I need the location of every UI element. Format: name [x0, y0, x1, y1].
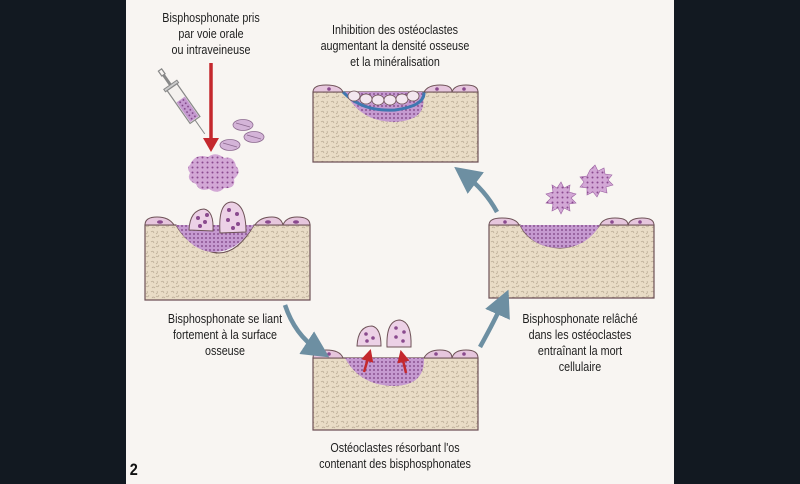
- dying-osteoclast: [579, 164, 614, 198]
- bone-block-release: [488, 164, 655, 299]
- cycle-arrow-release-to-inhibition: [454, 166, 499, 214]
- caption-release: Bisphosphonate relâché dans les ostéocla…: [522, 312, 638, 374]
- uptake-arrow-left: [361, 349, 374, 373]
- figure-number: 2: [129, 460, 138, 479]
- caption-inhibition: Inhibition des ostéoclastes augmentant l…: [320, 23, 470, 69]
- dying-osteoclast: [545, 181, 577, 215]
- pill-tablets-icon: [219, 119, 265, 151]
- caption-binding: Bisphosphonate se liant fortement à la s…: [167, 312, 283, 358]
- cycle-arrow-binding-to-resorption: [282, 304, 330, 358]
- bone-block-resorption: [312, 319, 479, 431]
- drug-arrow-down-icon: [203, 63, 219, 152]
- caption-administration: Bisphosphonate pris par voie orale ou in…: [162, 11, 260, 57]
- bone-block-inhibition: [312, 84, 479, 163]
- caption-resorption: Ostéoclastes résorbant l'os contenant de…: [319, 441, 471, 471]
- bone-block-binding: [144, 201, 311, 301]
- uptake-arrow-right: [397, 349, 410, 374]
- drug-particle-cloud: [188, 154, 239, 192]
- cycle-arrow-resorption-to-release: [478, 289, 510, 349]
- syringe-icon: [157, 68, 206, 135]
